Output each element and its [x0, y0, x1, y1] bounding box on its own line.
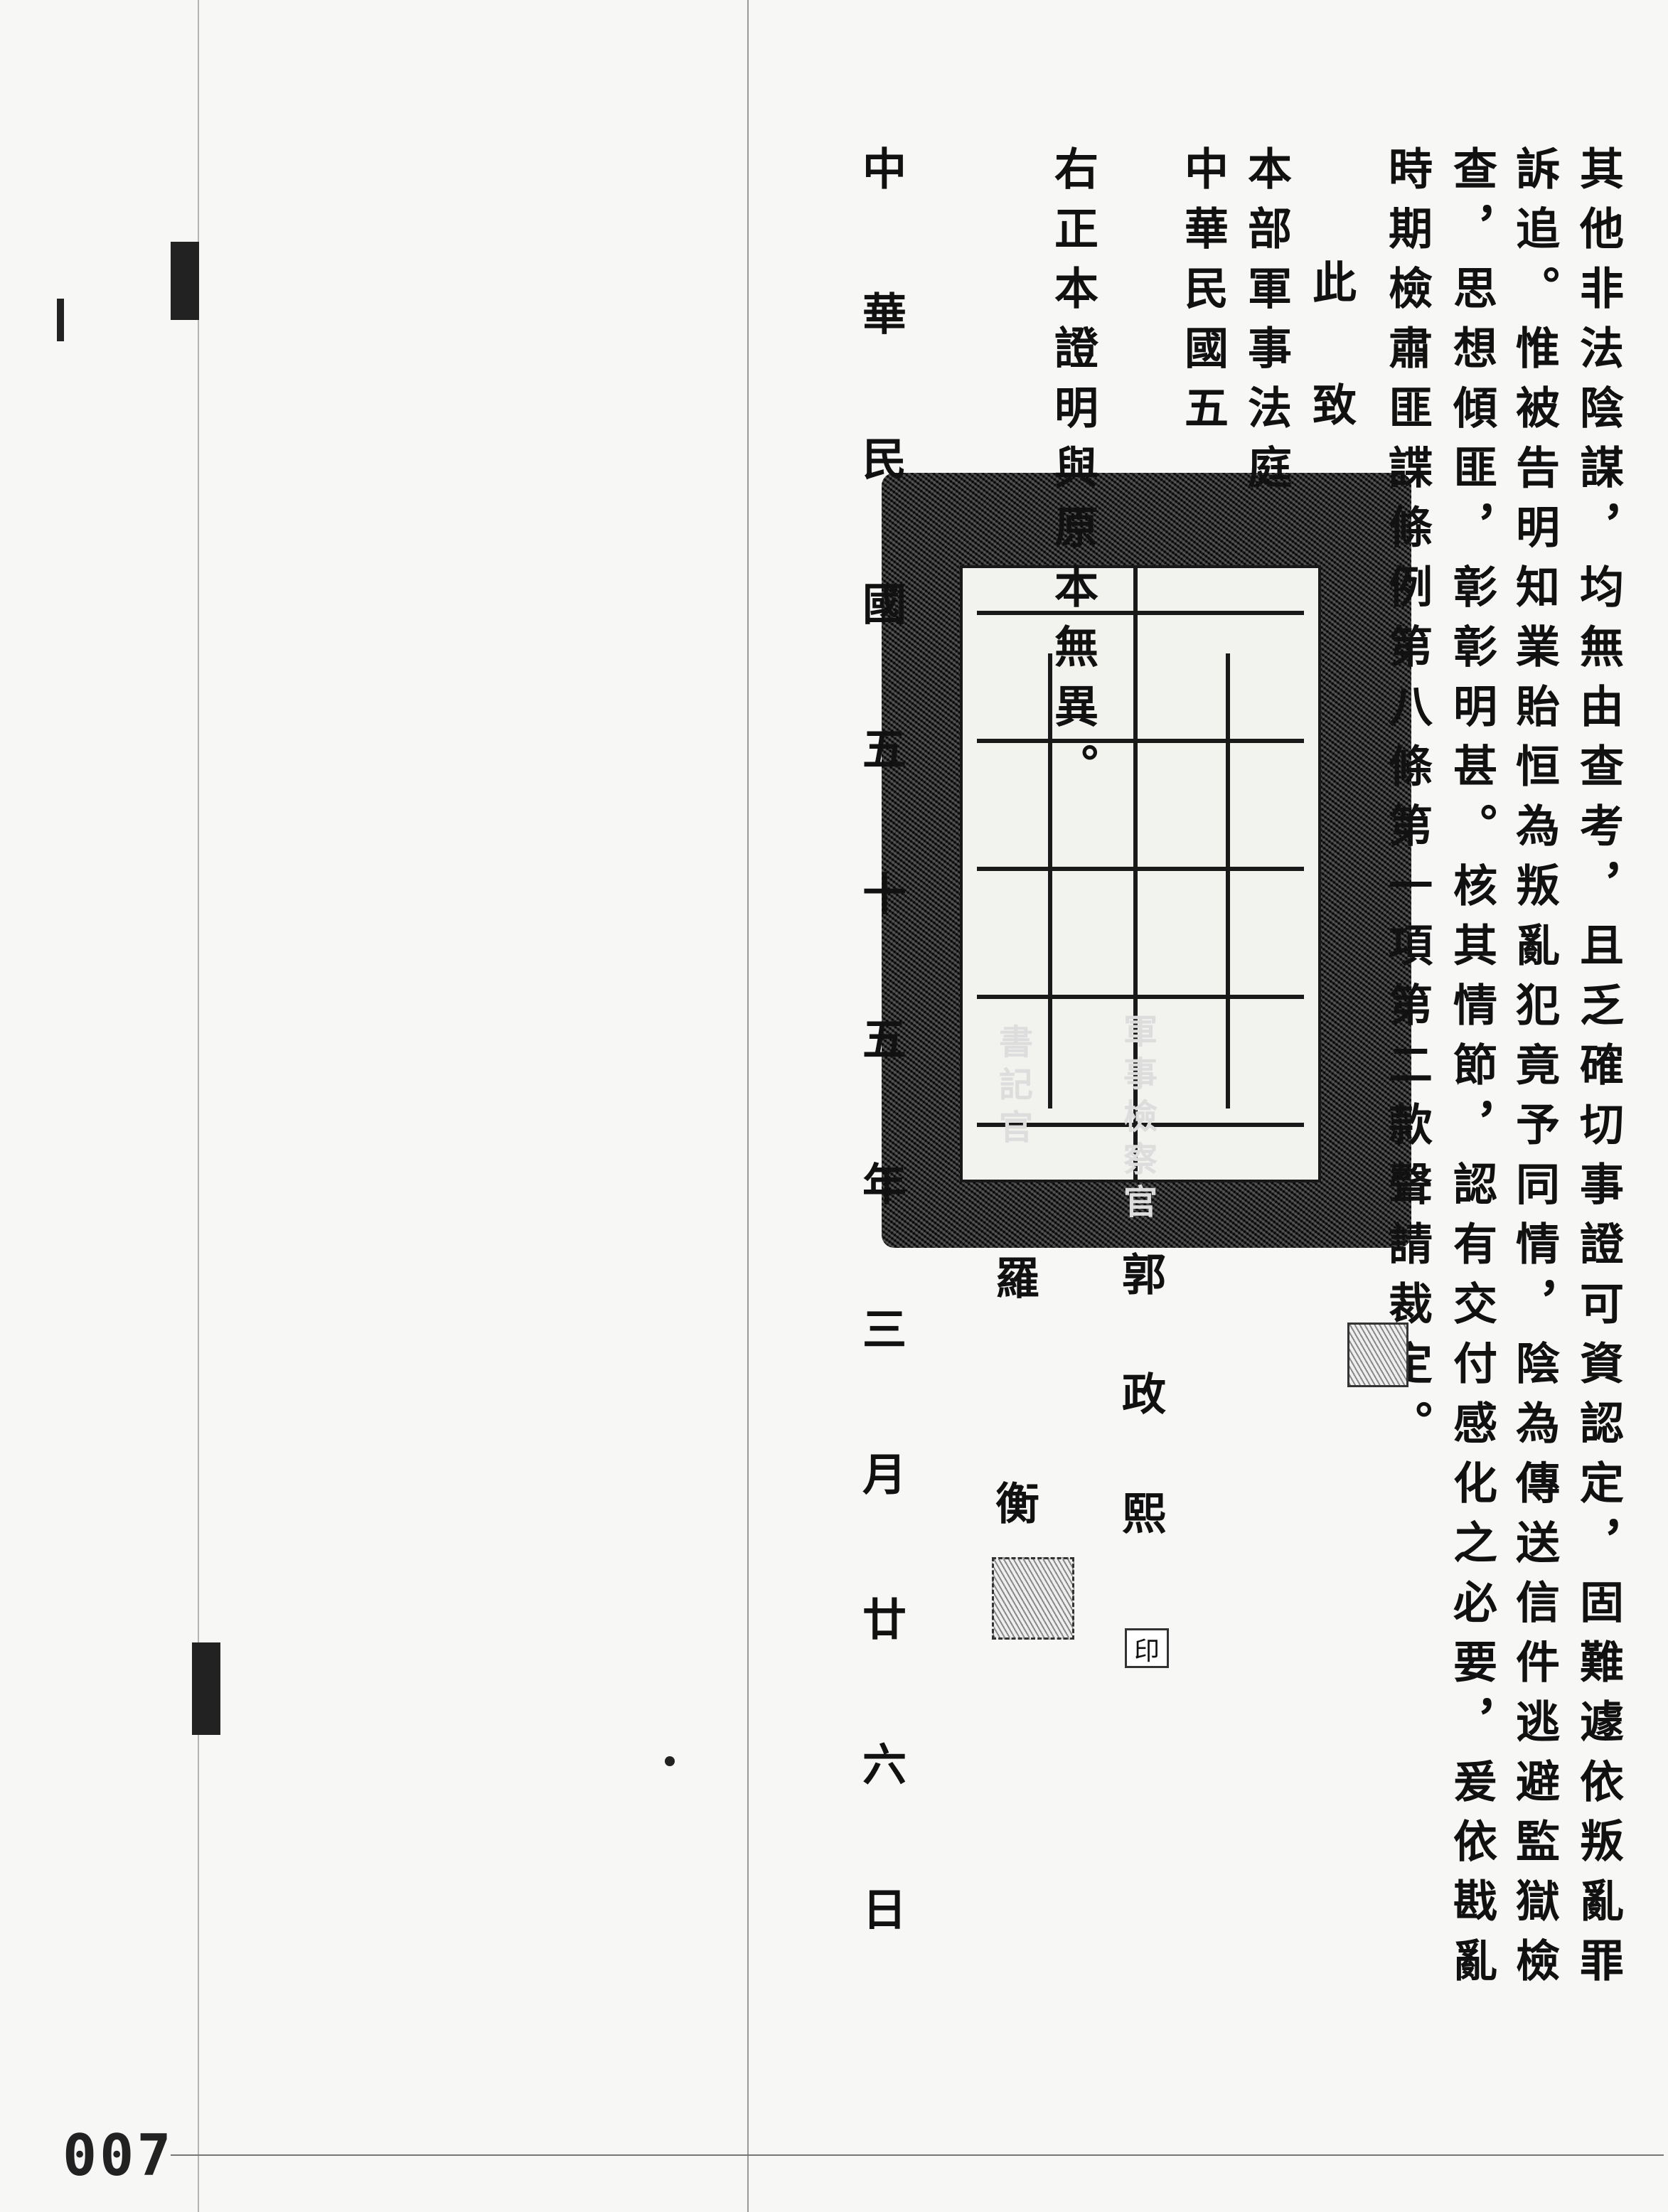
prosecutor-name: 郭政熙 — [1114, 1251, 1166, 1610]
correction-seal — [1347, 1323, 1408, 1387]
certification-text: 右正本證明與原本無異。 — [1047, 146, 1098, 803]
prosecutor-title: 軍事檢察官 — [1117, 1013, 1157, 1227]
date-line-certification: 中華民國五十五年三月廿六日 — [855, 146, 907, 2031]
date-line-prosecutor: 中華民國五 — [1177, 146, 1229, 444]
closing-phrase: 此致 — [1305, 260, 1357, 504]
scan-fold-line-left — [198, 0, 199, 2212]
body-text-column-4: 時期檢肅匪諜條例第八條第一項第二款聲請裁定。 — [1381, 146, 1433, 1460]
binding-mark — [192, 1642, 220, 1735]
binding-mark — [665, 1756, 675, 1766]
bottom-rule — [171, 2154, 1664, 2156]
page-number: 007 — [63, 2122, 174, 2189]
seal-inner-frame — [960, 565, 1321, 1182]
clerk-title: 書記官 — [993, 1024, 1032, 1152]
prosecutor-seal: 印 — [1125, 1628, 1169, 1668]
recipient: 本部軍事法庭 — [1240, 146, 1292, 504]
clerk-seal — [992, 1557, 1074, 1640]
body-text-column-1: 其他非法陰謀，均無由查考，且乏確切事證可資認定，固難遽依叛亂罪 — [1572, 146, 1624, 1997]
body-text-column-3: 查，思想傾匪，彰彰明甚。核其情節，認有交付感化之必要，爰依戡亂 — [1445, 146, 1497, 1997]
binding-mark — [171, 242, 199, 320]
binding-mark — [57, 299, 64, 341]
body-text-column-2: 訴追。惟被告明知業貽恒為叛亂犯竟予同情，陰為傳送信件逃避監獄檢 — [1508, 146, 1560, 1997]
scan-fold-line-center — [747, 0, 749, 2212]
official-seal-stamp — [882, 473, 1411, 1248]
seal-mark: 印 — [1133, 1637, 1160, 1666]
